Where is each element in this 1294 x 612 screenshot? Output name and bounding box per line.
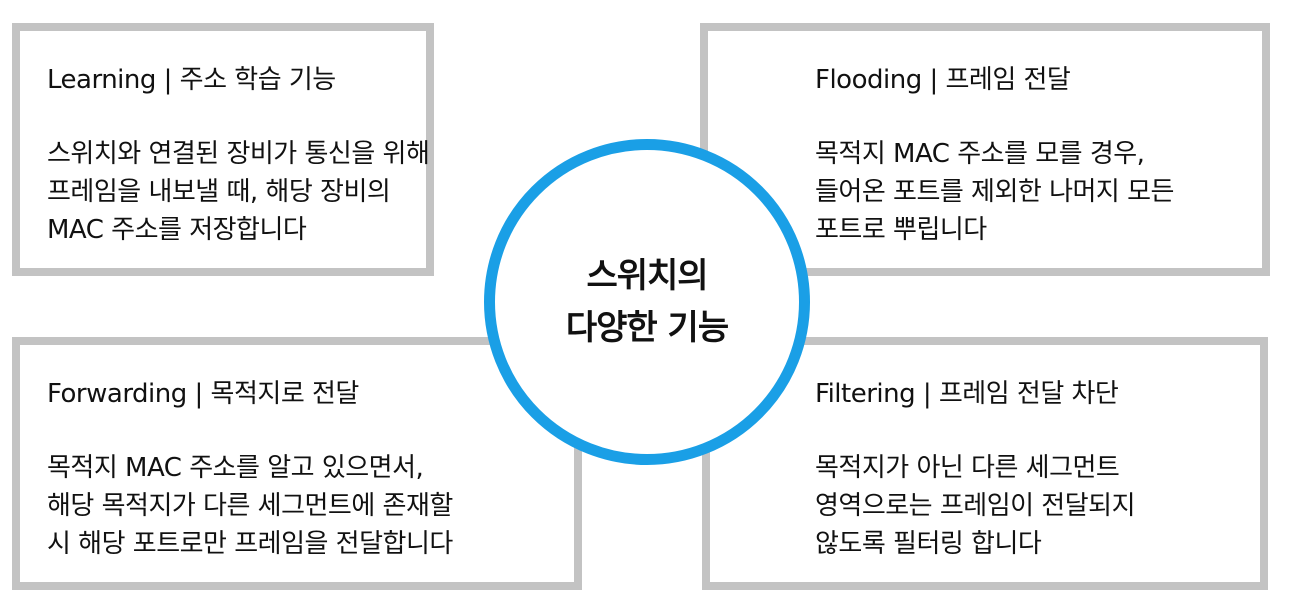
card-title: Learning | 주소 학습 기능 bbox=[47, 65, 336, 95]
card-title: Flooding | 프레임 전달 bbox=[815, 65, 1071, 95]
card-line: 포트로 뿌립니다 bbox=[815, 215, 987, 245]
card-line: MAC 주소를 저장합니다 bbox=[47, 215, 307, 245]
card-description: 목적지 MAC 주소를 모를 경우, 들어온 포트를 제외한 나머지 모든 포트… bbox=[815, 135, 1174, 249]
card-description: 목적지가 아닌 다른 세그먼트 영역으로는 프레임이 전달되지 않도록 필터링 … bbox=[815, 449, 1136, 563]
card-line: 프레임을 내보낼 때, 해당 장비의 bbox=[47, 177, 391, 207]
card-description: 목적지 MAC 주소를 알고 있으면서, 해당 목적지가 다른 세그먼트에 존재… bbox=[47, 449, 453, 563]
card-line: 목적지 MAC 주소를 모를 경우, bbox=[815, 139, 1145, 169]
card-line: 스위치와 연결된 장비가 통신을 위해 bbox=[47, 139, 430, 169]
center-title-line1: 스위치의 bbox=[586, 256, 708, 296]
center-circle: 스위치의 다양한 기능 bbox=[484, 139, 810, 465]
card-line: 시 해당 포트로만 프레임을 전달합니다 bbox=[47, 529, 453, 559]
card-line: 들어온 포트를 제외한 나머지 모든 bbox=[815, 177, 1174, 207]
card-description: 스위치와 연결된 장비가 통신을 위해 프레임을 내보낼 때, 해당 장비의 M… bbox=[47, 135, 430, 249]
card-forwarding: Forwarding | 목적지로 전달 목적지 MAC 주소를 알고 있으면서… bbox=[12, 337, 582, 590]
card-filtering: Filtering | 프레임 전달 차단 목적지가 아닌 다른 세그먼트 영역… bbox=[702, 337, 1268, 590]
card-learning: Learning | 주소 학습 기능 스위치와 연결된 장비가 통신을 위해 … bbox=[12, 23, 434, 276]
card-line: 않도록 필터링 합니다 bbox=[815, 529, 1042, 559]
card-line: 영역으로는 프레임이 전달되지 bbox=[815, 491, 1136, 521]
card-title: Forwarding | 목적지로 전달 bbox=[47, 379, 359, 409]
card-title: Filtering | 프레임 전달 차단 bbox=[815, 379, 1119, 409]
card-line: 해당 목적지가 다른 세그먼트에 존재할 bbox=[47, 491, 453, 521]
card-line: 목적지가 아닌 다른 세그먼트 bbox=[815, 453, 1120, 483]
center-title-line2: 다양한 기능 bbox=[565, 308, 729, 348]
card-line: 목적지 MAC 주소를 알고 있으면서, bbox=[47, 453, 424, 483]
